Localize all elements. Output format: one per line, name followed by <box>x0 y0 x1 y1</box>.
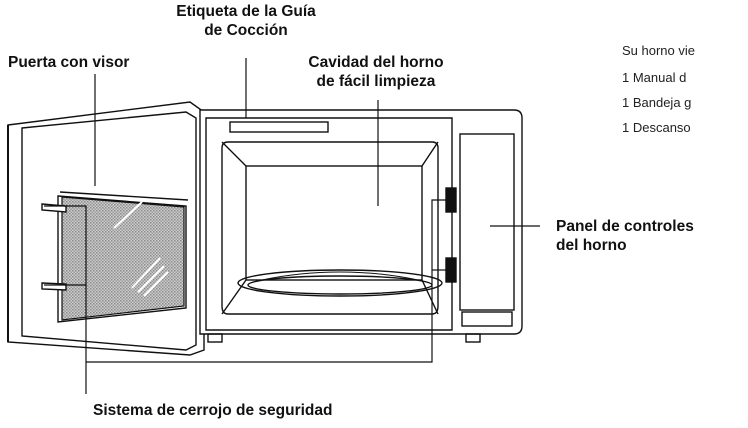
control-panel-label-line1: Panel de controles <box>556 218 694 235</box>
cavity-label-line1: Cavidad del horno <box>308 54 444 71</box>
lock-slot-top <box>445 187 457 213</box>
lock-slot-bottom <box>445 257 457 283</box>
lower-latch <box>41 282 67 291</box>
safety-lock-label: Sistema de cerrojo de seguridad <box>93 402 333 419</box>
guide-label-line1: Etiqueta de la Guía <box>176 3 316 20</box>
door <box>7 101 209 356</box>
control-panel <box>459 133 515 311</box>
door-label: Puerta con visor <box>8 54 130 71</box>
cooking-guide-label <box>229 121 329 133</box>
accessory-item: 1 Descanso <box>622 120 691 135</box>
cavity-label-line2: de fácil limpieza <box>316 73 436 90</box>
accessories-intro: Su horno vie <box>622 43 695 58</box>
accessory-item: 1 Bandeja g <box>622 95 692 110</box>
guide-label-title: Etiqueta de la Guía de Cocción <box>166 2 326 40</box>
control-panel-label-line2: del horno <box>556 237 627 254</box>
accessory-item: 1 Manual d <box>622 70 687 85</box>
oven-body <box>199 109 523 343</box>
cavity-label: Cavidad del horno de fácil limpieza <box>296 53 456 91</box>
turntable <box>237 269 443 297</box>
oven-cavity <box>221 141 439 315</box>
upper-latch <box>41 203 67 213</box>
leader-lines <box>44 58 540 394</box>
door-window <box>61 196 185 321</box>
control-panel-label: Panel de controles del horno <box>556 217 694 255</box>
guide-label-line2: de Cocción <box>204 22 288 39</box>
